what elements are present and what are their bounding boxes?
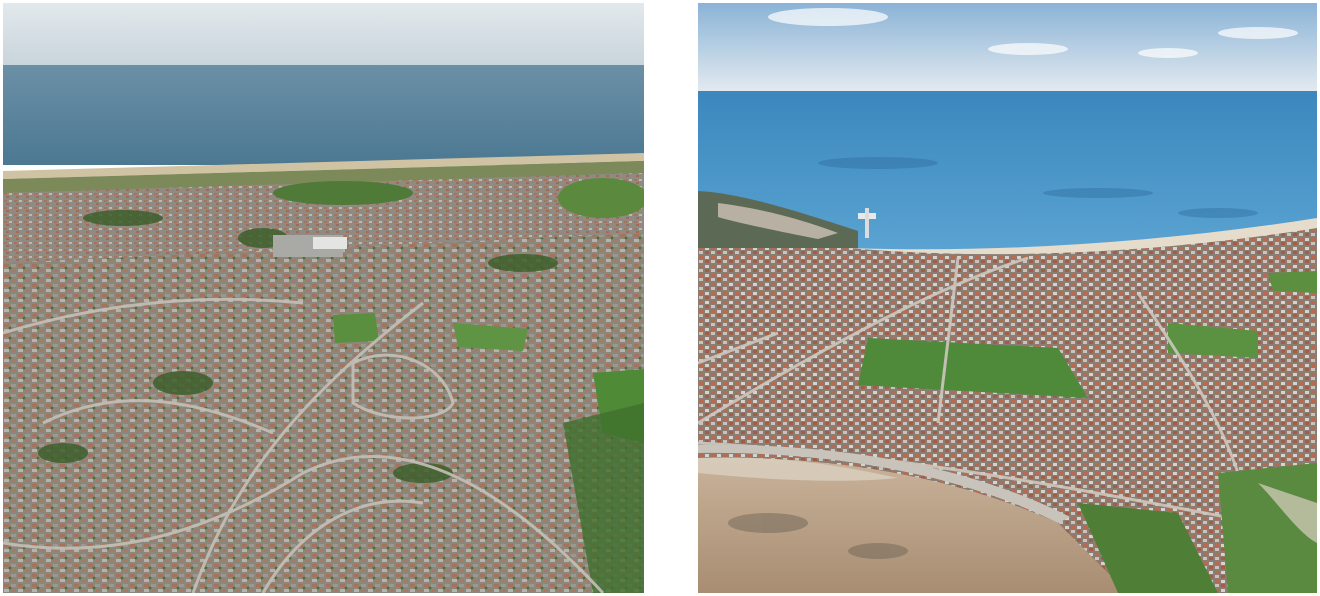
- aerial-photo-right-image: [698, 3, 1317, 593]
- aerial-photo-left: [3, 3, 644, 593]
- aerial-photo-right: [698, 3, 1317, 593]
- aerial-photo-left-image: [3, 3, 644, 593]
